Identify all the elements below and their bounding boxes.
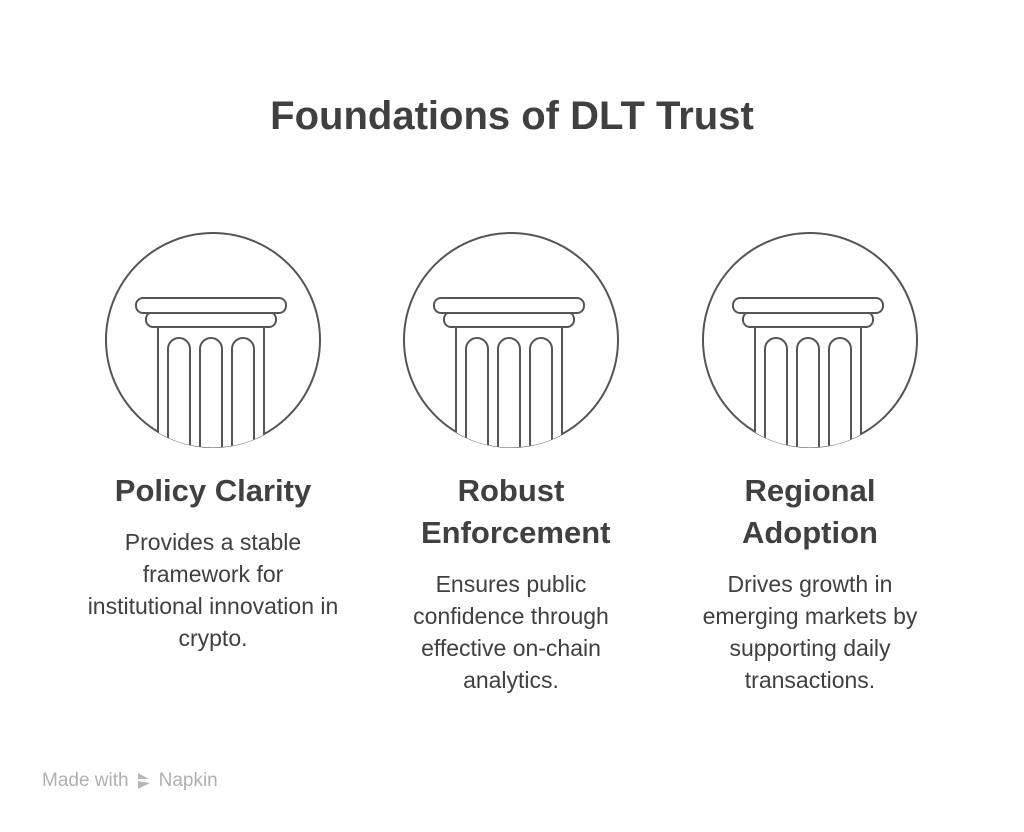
- pillar-policy-clarity: Policy Clarity Provides a stable framewo…: [73, 230, 353, 654]
- pillar-heading: Regional Adoption: [741, 473, 878, 550]
- pillar-description: Ensures public confidence through effect…: [413, 571, 609, 693]
- pillar-icon: [403, 232, 619, 448]
- pillar-heading: Robust Enforcement: [421, 473, 611, 550]
- pillar-robust-enforcement: Robust Enforcement Ensures public confid…: [371, 230, 651, 696]
- pillar-description: Drives growth in emerging markets by sup…: [702, 571, 918, 693]
- diagram-title: Foundations of DLT Trust: [270, 94, 754, 138]
- pillar-description: Provides a stable framework for institut…: [87, 529, 339, 651]
- footer-attribution: Made with Napkin: [42, 770, 218, 792]
- napkin-logo-icon: [137, 773, 150, 789]
- footer-brand: Napkin: [158, 770, 218, 791]
- pillar-icon: [105, 232, 321, 448]
- pillar-regional-adoption: Regional Adoption Drives growth in emerg…: [670, 230, 950, 696]
- pillar-heading: Policy Clarity: [114, 473, 312, 508]
- pillar-icon: [702, 232, 918, 448]
- footer-made-with: Made with: [42, 770, 129, 791]
